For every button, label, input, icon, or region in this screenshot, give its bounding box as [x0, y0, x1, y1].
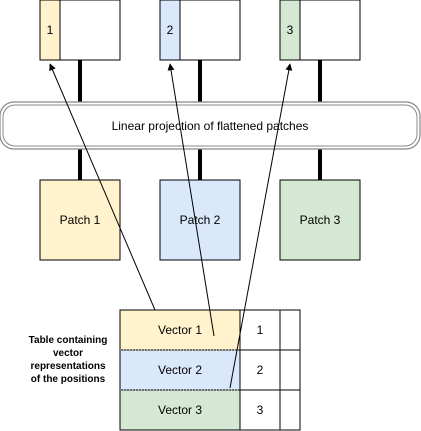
table-caption-line-1: Table containing: [29, 335, 108, 346]
table-row-1-index: 1: [257, 323, 264, 337]
table-caption: Table containing vector representations …: [29, 335, 108, 385]
table-caption-line-2: vector: [53, 348, 83, 359]
table-row-1-vector: Vector 1: [158, 323, 202, 337]
position-arrows: [49, 63, 293, 389]
linear-projection-block: Linear projection of flattened patches: [0, 101, 421, 150]
token-1-embedding-cell: [59, 0, 121, 61]
patch-3-label: Patch 3: [300, 213, 341, 227]
table-caption-line-4: of the positions: [31, 374, 106, 385]
table-row-2-index: 2: [257, 363, 264, 377]
patch-1-label: Patch 1: [60, 213, 101, 227]
table-caption-line-3: representations: [30, 361, 105, 372]
table-row-2-vector: Vector 2: [158, 363, 202, 377]
token-1-index: 1: [47, 23, 54, 37]
token-2-index: 2: [167, 23, 174, 37]
token-connectors: [78, 60, 322, 102]
linear-projection-label: Linear projection of flattened patches: [112, 119, 309, 133]
patch-2: Patch 2: [159, 179, 241, 261]
arrow-vector-1-to-token-1: [49, 63, 156, 311]
token-2: 2: [159, 0, 241, 61]
patch-1: Patch 1: [39, 179, 121, 261]
patch-connectors: [78, 148, 322, 180]
patch-3: Patch 3: [279, 179, 361, 261]
table-row-3: Vector 3 3: [119, 389, 301, 431]
arrow-vector-3-to-token-3: [229, 63, 293, 389]
token-3-index: 3: [287, 23, 294, 37]
table-row-3-vector: Vector 3: [158, 403, 202, 417]
table-row-2: Vector 2 2: [119, 349, 301, 391]
patch-2-label: Patch 2: [180, 213, 221, 227]
token-2-embedding-cell: [179, 0, 241, 61]
arrow-vector-2-to-token-2: [167, 63, 215, 337]
position-table: Vector 1 1 Vector 2 2 Vector 3 3: [119, 309, 301, 431]
table-row-1: Vector 1 1: [119, 309, 301, 351]
token-3-embedding-cell: [299, 0, 361, 61]
token-1: 1: [39, 0, 121, 61]
token-3: 3: [279, 0, 361, 61]
table-row-3-index: 3: [257, 403, 264, 417]
